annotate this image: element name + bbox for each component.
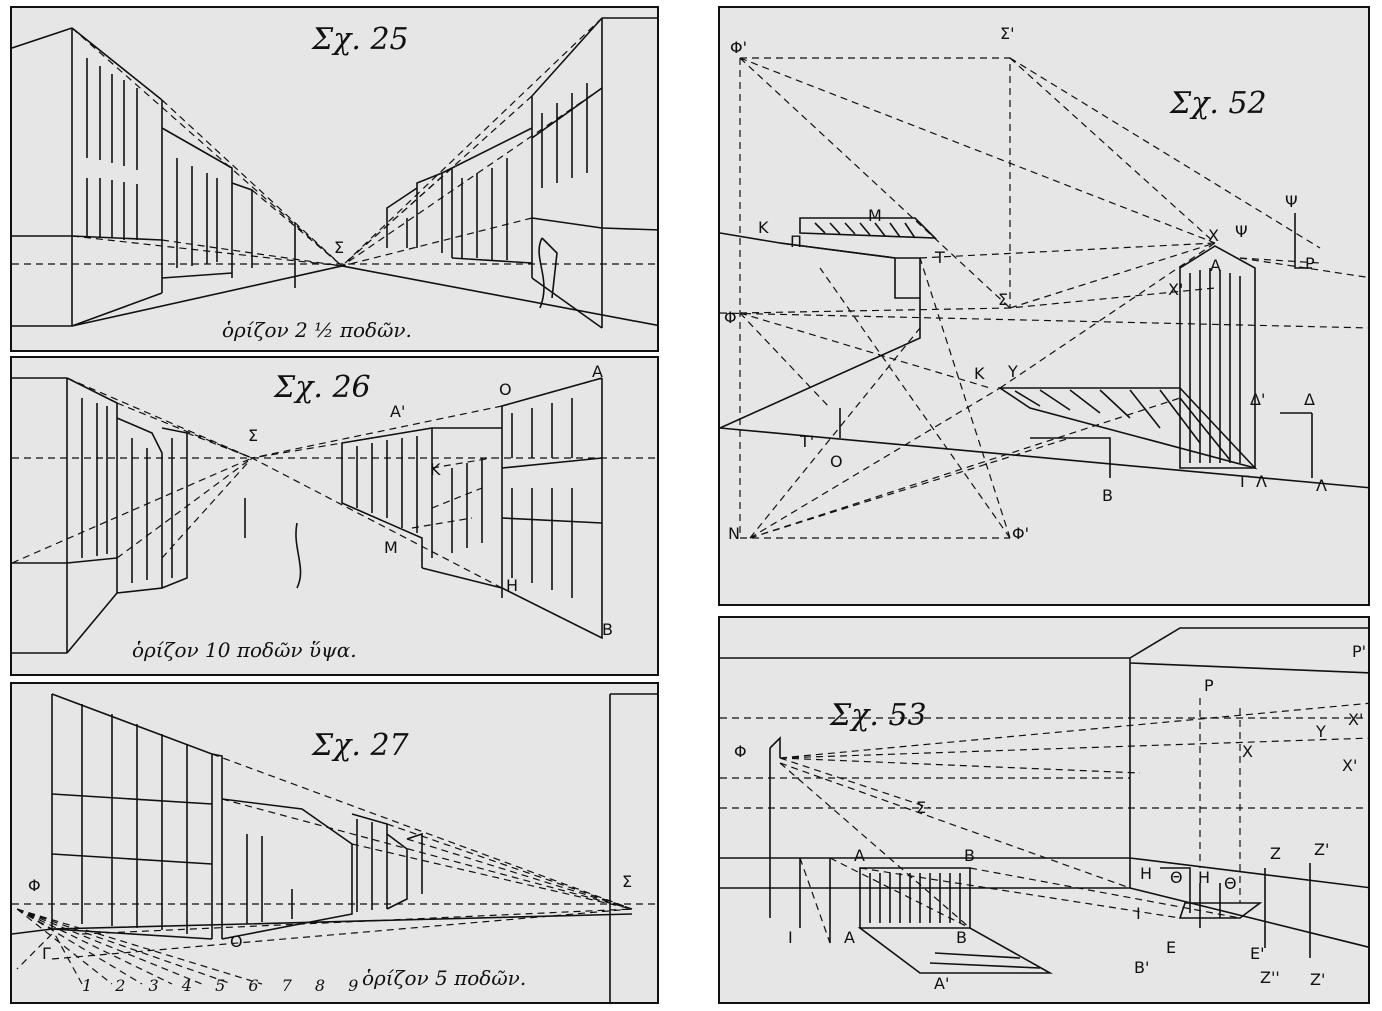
figure-53-label-16: Ζ' [1314,840,1330,859]
figure-25-caption: ὁρίζον 2 ½ ποδῶν. [222,318,412,342]
figure-25-drawing [12,17,657,329]
figure-52-label-14: Χ' [1168,280,1184,299]
figure-53-label-23: Ζ'' [1260,968,1280,987]
figure-52-label-23: Λ [1256,472,1267,491]
figure-53-label-17: Ι [1136,904,1141,923]
figure-52-label-24: Λ [1316,476,1327,495]
figure-52-label-13: Α [1210,256,1221,275]
figure-52-label-1: Φ' [730,38,747,57]
figure-52-label-25: Ν [728,524,740,543]
figure-53-label-20: Ι [788,928,793,947]
figure-52-label-21: Δ [1304,390,1315,409]
figure-25-panel: Σχ. 25 ὁρίζον 2 ½ ποδῶν. Σ [10,6,659,352]
figure-53-label-14: Θ [1224,874,1237,893]
figure-26-label-a-prime: Α' [390,402,406,421]
figure-52-label-3: Κ [758,218,769,237]
figure-26-label-k: Κ [430,460,441,479]
figure-52-panel: Σχ. 52 Φ' Σ' Κ Μ Π Τ Σ Χ Ψ Ψ Ρ Φ Α Χ' Κ … [718,6,1370,606]
figure-53-label-2: Ρ [1204,676,1214,695]
figure-26-label-sigma: Σ [248,426,259,445]
figure-53-label-11: Η [1140,864,1153,883]
figure-53-drawing [720,627,1368,974]
figure-27-drawing [12,693,657,1002]
figure-26-label-o: Ο [499,380,512,399]
figure-53-label-5: Υ [1316,722,1326,741]
figure-52-label-16: Υ [1008,362,1018,381]
figure-52-label-9: Ψ [1235,222,1248,241]
figure-52-label-6: Τ [935,248,945,267]
figure-25-title: Σχ. 25 [312,22,409,57]
figure-53-label-18: Α [844,928,855,947]
figure-53-panel: Σχ. 53 Φ Ρ Ρ' Χ' Υ Χ Χ' Σ Α Β Η Θ Η Θ Ζ … [718,616,1370,1004]
figure-53-label-9: Α [854,846,865,865]
figure-53-label-15: Ζ [1270,844,1281,863]
figure-26-panel: Σχ. 26 ὁρίζον 10 ποδῶν ὕψα. Σ Α' Ο Α Κ Μ… [10,356,659,676]
figure-53-label-10: Β [964,846,975,865]
figure-52-label-2: Σ' [1000,24,1015,43]
figure-52-label-20: Δ' [1250,390,1266,409]
figure-53-label-12: Θ [1170,868,1183,887]
figure-27-caption: ὁρίζον 5 ποδῶν. [362,966,527,990]
figure-27-panel: Σχ. 27 ὁρίζον 5 ποδῶν. Φ Σ Γ Ο 1 2 3 4 5… [10,682,659,1004]
figure-53-label-19: Β [956,928,967,947]
figure-52-title: Σχ. 52 [1170,86,1267,121]
figure-27-label-phi: Φ [28,876,41,895]
figure-53-title: Σχ. 53 [830,698,927,733]
figure-26-label-m: Μ [384,538,398,557]
figure-27-scale: 1 2 3 4 5 6 7 8 9 [82,976,368,995]
figure-52-label-11: Ρ [1305,254,1315,273]
figure-27-label-sigma: Σ [622,872,633,891]
figure-53-label-22: Ε' [1250,944,1265,963]
figure-53-label-4: Χ' [1348,710,1364,729]
figure-52-label-12: Φ [724,308,737,327]
figure-52-label-17: Ο [830,452,843,471]
figure-52-label-7: Σ [998,290,1009,309]
figure-52-label-15: Κ [974,364,985,383]
figure-27-label-gamma: Γ [42,944,51,963]
figure-26-label-h: Η [506,576,519,595]
figure-26-label-b: Β [602,620,613,639]
figure-53-label-25: Α' [934,974,950,993]
figure-53-label-7: Χ' [1342,756,1358,775]
figure-53-label-26: Β' [1134,958,1150,977]
figure-53-label-6: Χ [1242,742,1253,761]
figure-52-label-19: Β [1102,486,1113,505]
figure-53-label-3: Ρ' [1352,642,1367,661]
figure-25-label-sigma: Σ [334,238,345,257]
figure-52-label-18: Τ' [800,432,815,451]
figure-53-label-8: Σ [916,798,927,817]
figure-52-label-22: Γ [1240,472,1249,491]
figure-52-label-10: Ψ [1285,192,1298,211]
figure-52-label-5: Π [790,232,803,251]
figure-53-label-13: Η [1198,868,1211,887]
figure-26-label-a: Α [592,362,603,381]
figure-53-label-21: Ε [1166,938,1177,957]
figure-26-drawing [12,377,657,654]
figure-53-label-1: Φ [734,742,747,761]
figure-27-title: Σχ. 27 [312,728,409,763]
figure-27-label-o: Ο [230,932,243,951]
figure-26-caption: ὁρίζον 10 ποδῶν ὕψα. [132,638,357,662]
figure-53-label-24: Ζ' [1310,970,1326,989]
figure-52-label-8: Χ [1208,226,1219,245]
figure-52-label-26: Φ' [1012,524,1029,543]
figure-52-drawing [720,57,1368,539]
figure-26-title: Σχ. 26 [274,370,371,405]
figure-52-label-4: Μ [868,206,882,225]
